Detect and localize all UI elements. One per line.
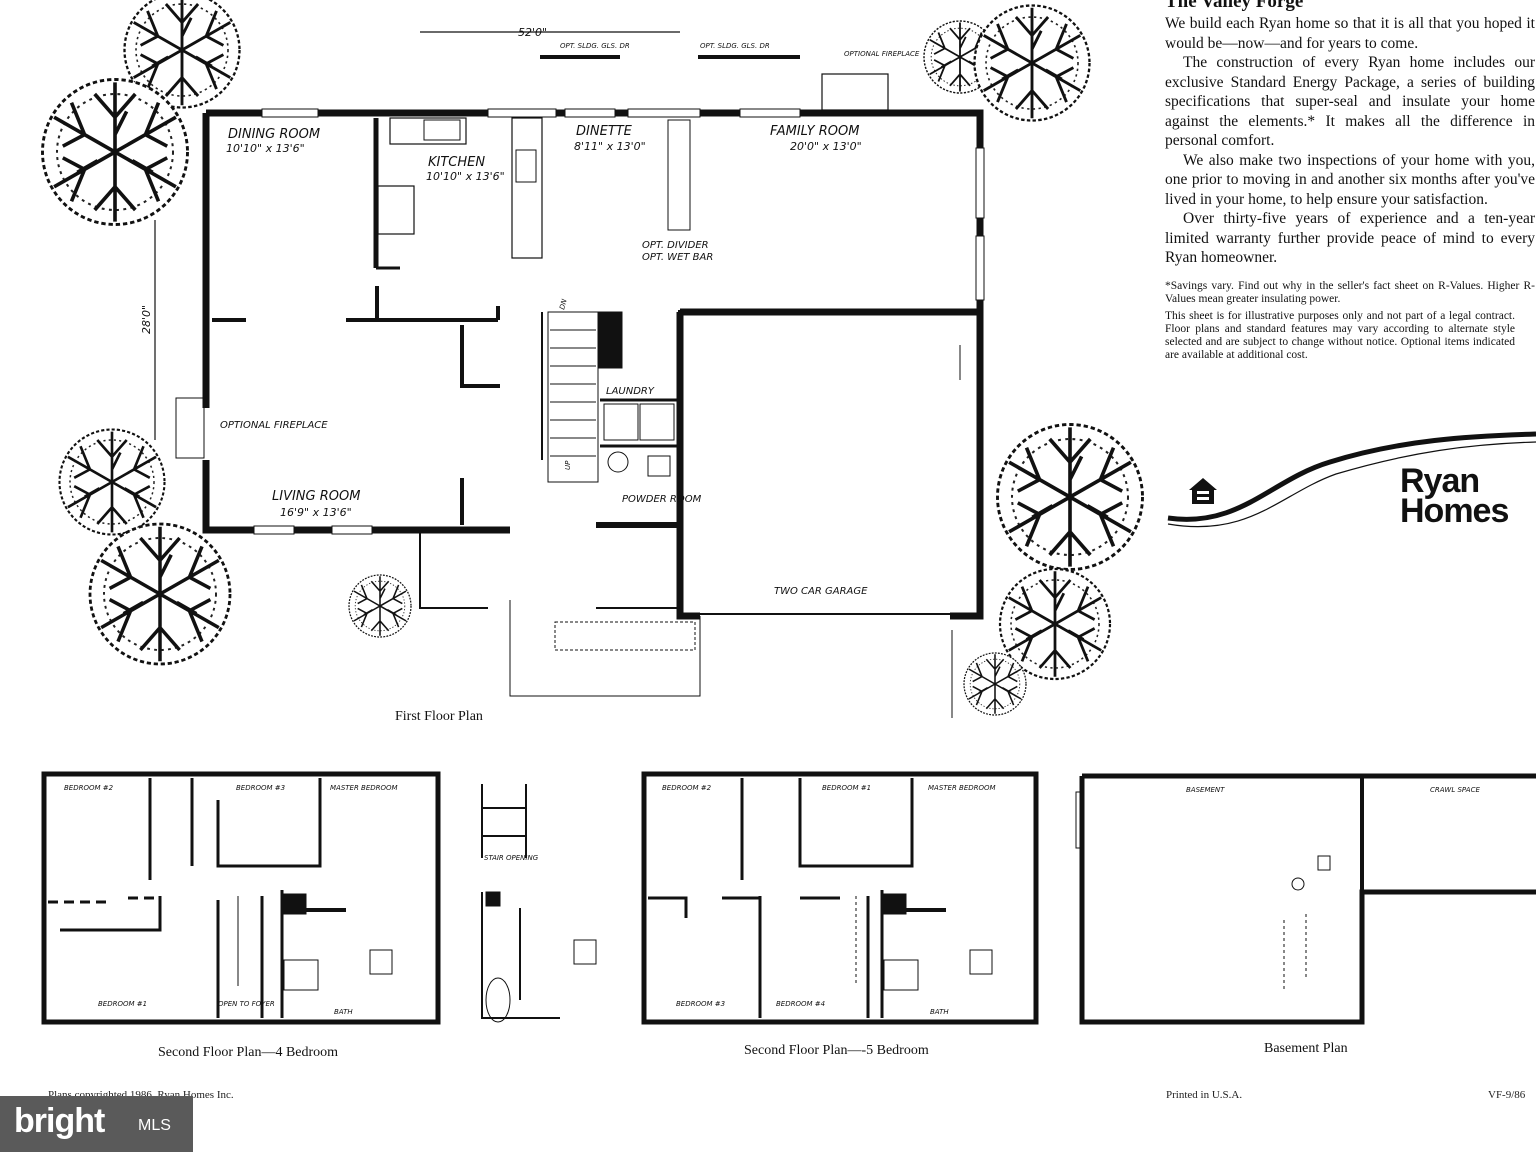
- room-dining-dim: 10'10" x 13'6": [226, 142, 305, 155]
- tree-5: [348, 574, 412, 638]
- second-floor-5br-plan: [641, 771, 1039, 1025]
- plan5-bedroom2: BEDROOM #2: [662, 784, 712, 792]
- room-living-name: LIVING ROOM: [272, 489, 360, 504]
- depth-dimension: 28'0": [140, 305, 153, 334]
- code-text: VF-9/86: [1488, 1089, 1526, 1101]
- plan4-bath: BATH: [334, 1008, 353, 1016]
- stair-dn-label: DN: [558, 297, 569, 310]
- plan4-bedroom2: BEDROOM #2: [64, 784, 114, 792]
- room-dining-name: DINING ROOM: [228, 127, 320, 142]
- brand-line-1: Ryan: [1400, 462, 1480, 500]
- watermark-suffix: MLS: [138, 1117, 171, 1134]
- watermark-word: bright: [14, 1102, 105, 1140]
- first-floor-plan: [154, 31, 985, 718]
- bright-mls-watermark: bright MLS: [0, 1096, 193, 1152]
- room-family-dim: 20'0" x 13'0": [790, 140, 862, 153]
- opt-fireplace-top-label: OPTIONAL FIREPLACE: [844, 50, 920, 58]
- plan4-master: MASTER BEDROOM: [330, 784, 398, 792]
- paragraph-4: Over thirty-five years of experience and…: [1165, 210, 1535, 266]
- second-floor-4br-plan: [41, 771, 441, 1025]
- opt-door-label-2: OPT. SLDG. GLS. DR: [700, 42, 770, 50]
- plan5-bedroom1: BEDROOM #1: [822, 784, 871, 792]
- description-text-block: The Valley Forge We build each Ryan home…: [1165, 0, 1535, 362]
- ryan-homes-logo: Ryan Homes: [1400, 462, 1509, 530]
- opt-divider-label: OPT. DIVIDER: [642, 240, 709, 251]
- room-dinette-dim: 8'11" x 13'0": [574, 140, 646, 153]
- stair-opening-detail: [481, 784, 597, 1023]
- plan4-caption: Second Floor Plan—4 Bedroom: [158, 1045, 338, 1060]
- tree-4: [88, 522, 232, 666]
- opt-door-label-1: OPT. SLDG. GLS. DR: [560, 42, 630, 50]
- basement-label: BASEMENT: [1186, 786, 1225, 794]
- plan4-bedroom1: BEDROOM #1: [98, 1000, 147, 1008]
- opt-wet-bar-label: OPT. WET BAR: [642, 252, 713, 263]
- footnote-text: *Savings vary. Find out why in the selle…: [1165, 279, 1535, 305]
- tree-2: [40, 77, 190, 227]
- first-floor-caption: First Floor Plan: [395, 709, 483, 724]
- paragraph-3: We also make two inspections of your hom…: [1165, 151, 1535, 208]
- printed-text: Printed in U.S.A.: [1166, 1089, 1242, 1101]
- room-kitchen-name: KITCHEN: [428, 155, 485, 170]
- tree-7: [973, 4, 1091, 122]
- plan4-stair-opening: STAIR OPENING: [484, 854, 539, 862]
- plan4-open-foyer: OPEN TO FOYER: [218, 1000, 275, 1008]
- basement-caption: Basement Plan: [1264, 1041, 1348, 1056]
- plan5-bath: BATH: [930, 1008, 949, 1016]
- room-garage-name: TWO CAR GARAGE: [774, 586, 868, 597]
- room-dinette-name: DINETTE: [576, 124, 633, 139]
- paragraph-1: We build each Ryan home so that it is al…: [1165, 15, 1535, 52]
- room-living-dim: 16'9" x 13'6": [280, 506, 352, 519]
- room-kitchen-dim: 10'10" x 13'6": [426, 170, 505, 183]
- plan5-master: MASTER BEDROOM: [928, 784, 996, 792]
- opt-fireplace-left-label: OPTIONAL FIREPLACE: [220, 420, 328, 431]
- plan5-caption: Second Floor Plan—-5 Bedroom: [744, 1043, 929, 1058]
- crawl-space-label: CRAWL SPACE: [1430, 786, 1480, 794]
- tree-10: [963, 652, 1027, 716]
- document-title: The Valley Forge: [1165, 0, 1304, 12]
- room-family-name: FAMILY ROOM: [770, 124, 859, 139]
- tree-8: [995, 422, 1145, 572]
- plan5-bedroom3: BEDROOM #3: [676, 1000, 725, 1008]
- basement-plan: [1075, 773, 1536, 1025]
- width-dimension: 52'0": [518, 26, 547, 39]
- brand-swoosh: [1167, 431, 1536, 522]
- tree-3: [58, 428, 166, 536]
- plan5-bedroom4: BEDROOM #4: [776, 1000, 825, 1008]
- plan4-bedroom3: BEDROOM #3: [236, 784, 285, 792]
- equal-housing-icon: [1189, 478, 1217, 504]
- disclaimer-text: This sheet is for illustrative purposes …: [1165, 309, 1515, 361]
- brand-line-2: Homes: [1400, 492, 1509, 530]
- paragraph-2: The construction of every Ryan home incl…: [1165, 54, 1535, 149]
- room-laundry-name: LAUNDRY: [606, 386, 655, 397]
- stair-up-label: UP: [564, 460, 572, 470]
- room-powder-name: POWDER ROOM: [622, 494, 702, 505]
